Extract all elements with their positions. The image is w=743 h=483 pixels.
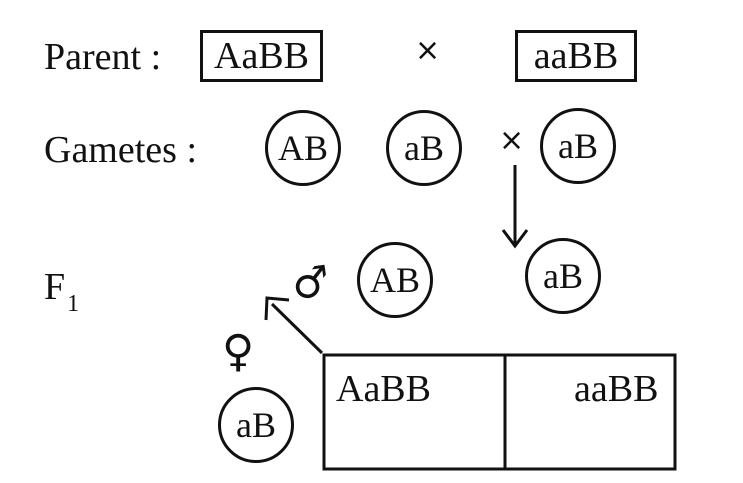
male-gamete-aB: aB (525, 238, 601, 314)
punnett-square (322, 353, 677, 471)
parent-genotype-1: AaBB (214, 35, 309, 77)
f1-letter: F (44, 266, 66, 308)
offspring-cell-1: AaBB (336, 368, 431, 410)
gamete-label: aB (543, 256, 583, 296)
arrow-diagonal-icon (264, 296, 324, 355)
parent-genotype-2-box: aaBB (515, 30, 637, 82)
female-symbol-icon: ♀ (222, 326, 255, 377)
arrow-down-icon (501, 165, 529, 249)
gamete-label: aB (404, 128, 444, 168)
gamete-label: AB (369, 260, 420, 300)
gamete-circle-AB: AB (265, 110, 341, 186)
gamete-circle-aB: aB (386, 110, 462, 186)
parent-genotype-2: aaBB (533, 35, 619, 77)
gamete-label: aB (558, 126, 598, 166)
parent-genotype-1-box: AaBB (200, 30, 323, 82)
offspring-cell-2: aaBB (574, 368, 659, 410)
female-gamete-aB: aB (218, 387, 294, 463)
male-gamete-AB: AB (357, 242, 433, 318)
gametes-cross-symbol: × (499, 123, 525, 158)
gametes-label: Gametes : (44, 129, 198, 171)
parent-label: Parent : (44, 36, 162, 78)
parent-cross-symbol: × (415, 33, 441, 68)
gamete-circle-aB-2: aB (540, 108, 616, 184)
gamete-label: AB (277, 128, 328, 168)
gamete-label: aB (236, 405, 276, 445)
f1-subscript: 1 (67, 291, 80, 317)
f1-label: F1 (44, 266, 79, 316)
